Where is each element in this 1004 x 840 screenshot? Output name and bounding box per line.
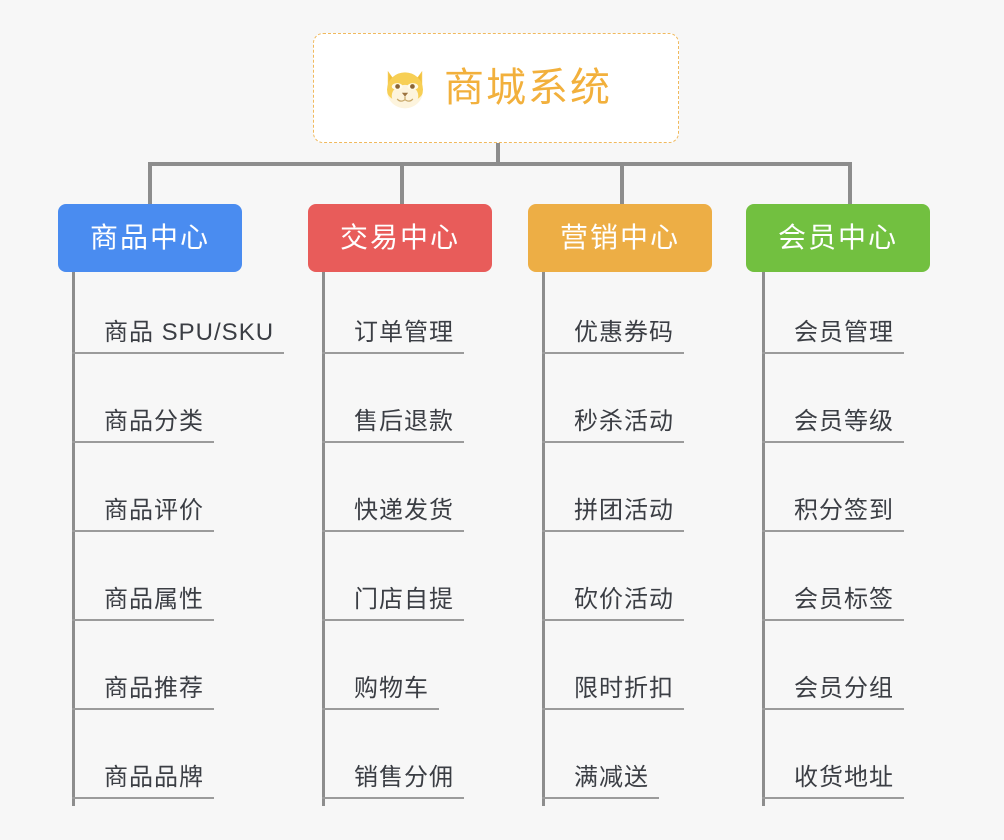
connector-drop-1 [148, 162, 152, 204]
leaf-item-rule [542, 530, 684, 532]
leaf-item[interactable]: 优惠券码 [542, 321, 684, 354]
leaf-item-label: 商品品牌 [104, 764, 204, 791]
leaf-item-rule [72, 441, 214, 443]
leaf-item-rule [72, 352, 285, 354]
leaf-item-rule [322, 708, 439, 710]
category-label-3: 营销中心 [559, 222, 680, 253]
leaf-item-label: 会员等级 [794, 408, 894, 435]
leaf-item[interactable]: 秒杀活动 [542, 410, 684, 443]
leaf-item[interactable]: 会员等级 [762, 410, 904, 443]
leaf-item-rule [542, 441, 684, 443]
leaf-item-label: 商品评价 [104, 497, 204, 524]
leaf-item[interactable]: 销售分佣 [322, 766, 464, 799]
leaf-item[interactable]: 砍价活动 [542, 588, 684, 621]
leaf-item[interactable]: 积分签到 [762, 499, 904, 532]
leaf-item[interactable]: 快递发货 [322, 499, 464, 532]
leaf-item-label: 售后退款 [354, 408, 454, 435]
leaf-item-label: 会员标签 [794, 586, 894, 613]
leaf-item-label: 商品推荐 [104, 675, 204, 702]
leaf-item[interactable]: 限时折扣 [542, 677, 684, 710]
leaf-item-rule [762, 619, 904, 621]
connector-horizontal-bus [148, 162, 852, 166]
leaf-item[interactable]: 订单管理 [322, 321, 464, 354]
leaf-item-label: 快递发货 [354, 497, 454, 524]
leaf-item[interactable]: 商品评价 [72, 499, 214, 532]
leaf-item[interactable]: 会员分组 [762, 677, 904, 710]
leaf-item-rule [322, 441, 464, 443]
leaf-item-label: 商品分类 [104, 408, 204, 435]
leaf-item-label: 商品属性 [104, 586, 204, 613]
leaf-item[interactable]: 购物车 [322, 677, 439, 710]
leaf-item[interactable]: 商品分类 [72, 410, 214, 443]
category-box-3[interactable]: 营销中心 [528, 204, 712, 272]
leaf-item-label: 收货地址 [794, 764, 894, 791]
leaf-item-rule [72, 708, 214, 710]
leaf-item[interactable]: 门店自提 [322, 588, 464, 621]
leaf-item-rule [542, 708, 684, 710]
leaf-item-label: 商品 SPU/SKU [104, 319, 275, 346]
leaf-item[interactable]: 会员管理 [762, 321, 904, 354]
leaf-spine [762, 272, 765, 806]
leaf-item-label: 购物车 [354, 675, 429, 702]
leaf-item-rule [762, 797, 904, 799]
connector-drop-2 [400, 162, 404, 204]
leaf-item[interactable]: 商品属性 [72, 588, 214, 621]
leaf-item-label: 秒杀活动 [574, 408, 674, 435]
leaf-item-label: 会员管理 [794, 319, 894, 346]
leaf-item-rule [762, 441, 904, 443]
category-label-4: 会员中心 [777, 222, 898, 253]
leaf-item-rule [322, 619, 464, 621]
leaf-item-rule [72, 530, 214, 532]
leaf-item-label: 会员分组 [794, 675, 894, 702]
connector-root-stem [496, 143, 500, 165]
leaf-item[interactable]: 商品品牌 [72, 766, 214, 799]
leaf-spine [72, 272, 75, 806]
leaf-item[interactable]: 满减送 [542, 766, 659, 799]
leaf-item[interactable]: 收货地址 [762, 766, 904, 799]
leaf-item-rule [542, 352, 684, 354]
leaf-item-rule [322, 797, 464, 799]
leaf-item-label: 积分签到 [794, 497, 894, 524]
leaf-item-label: 订单管理 [354, 319, 454, 346]
leaf-item-rule [72, 619, 214, 621]
leaf-item-label: 门店自提 [354, 586, 454, 613]
leaf-item-rule [72, 797, 214, 799]
leaf-item-rule [762, 352, 904, 354]
leaf-item-rule [542, 797, 659, 799]
leaf-item-rule [322, 352, 464, 354]
root-node[interactable]: 商城系统 [313, 33, 679, 143]
leaf-item-label: 销售分佣 [354, 764, 454, 791]
leaf-item-rule [322, 530, 464, 532]
leaf-item[interactable]: 拼团活动 [542, 499, 684, 532]
category-box-4[interactable]: 会员中心 [746, 204, 930, 272]
category-label-2: 交易中心 [339, 222, 460, 253]
leaf-item-label: 砍价活动 [574, 586, 674, 613]
category-box-1[interactable]: 商品中心 [58, 204, 242, 272]
leaf-spine [322, 272, 325, 806]
leaf-item-label: 满减送 [574, 764, 649, 791]
root-title: 商城系统 [444, 66, 612, 110]
leaf-item[interactable]: 会员标签 [762, 588, 904, 621]
connector-drop-3 [620, 162, 624, 204]
leaf-item-rule [762, 708, 904, 710]
leaf-item[interactable]: 商品 SPU/SKU [72, 319, 285, 354]
leaf-item[interactable]: 商品推荐 [72, 677, 214, 710]
leaf-item-label: 限时折扣 [574, 675, 674, 702]
leaf-item-label: 拼团活动 [574, 497, 674, 524]
leaf-item-rule [542, 619, 684, 621]
connector-drop-4 [848, 162, 852, 204]
leaf-spine [542, 272, 545, 806]
category-box-2[interactable]: 交易中心 [308, 204, 492, 272]
leaf-item-rule [762, 530, 904, 532]
leaf-item-label: 优惠券码 [574, 319, 674, 346]
category-label-1: 商品中心 [89, 222, 210, 253]
leaf-item[interactable]: 售后退款 [322, 410, 464, 443]
shiba-dog-face-icon [387, 70, 423, 109]
